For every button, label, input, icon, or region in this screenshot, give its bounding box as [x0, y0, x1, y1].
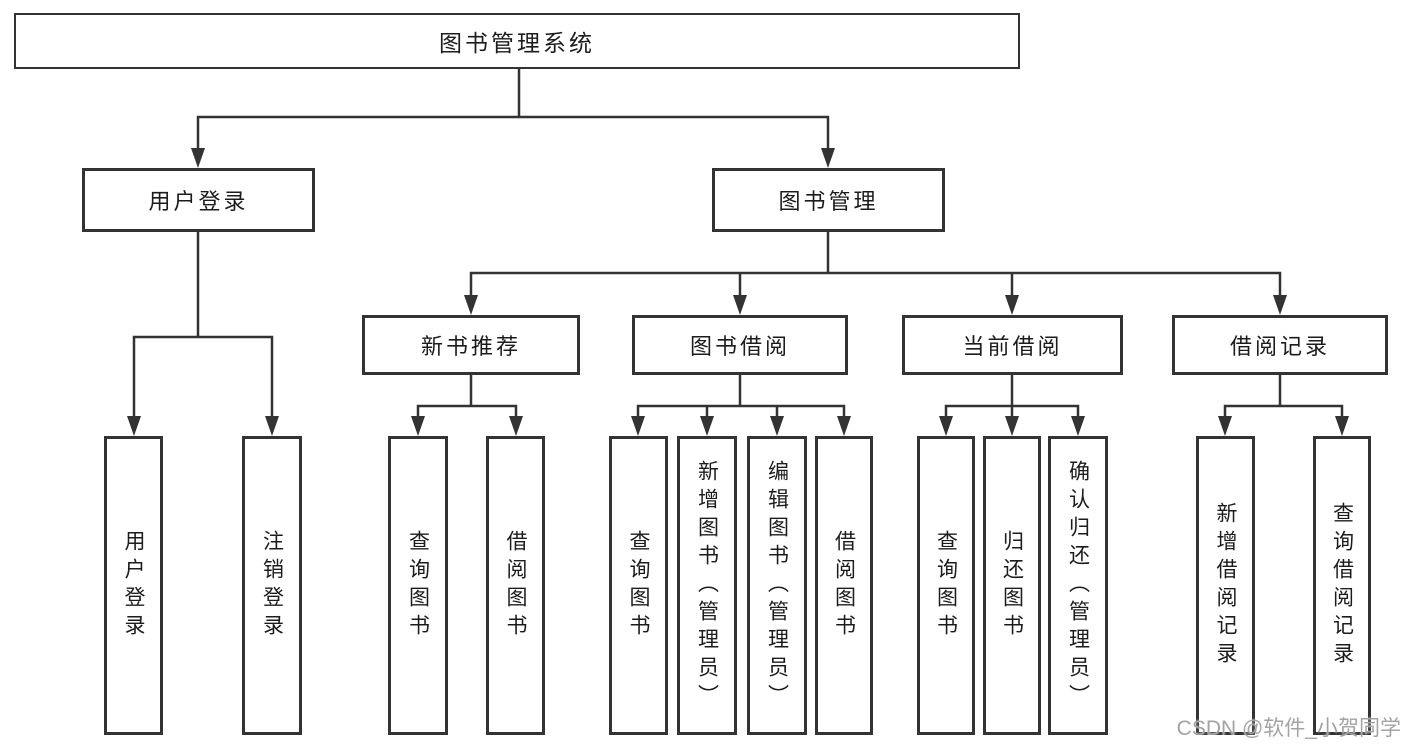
connector-borrow-records — [1223, 372, 1344, 420]
arrow-down-icon — [1273, 295, 1287, 315]
arrow-down-icon — [939, 416, 953, 436]
leaf-newrec-query-books: 查询图书 — [388, 436, 448, 735]
node-user-login: 用户登录 — [82, 168, 315, 232]
arrow-down-icon — [127, 416, 141, 436]
leaf-records-add-record: 新增借阅记录 — [1196, 436, 1255, 735]
node-label: 编辑图书（管理员） — [765, 459, 789, 712]
arrow-down-icon — [509, 416, 523, 436]
node-label: 新增借阅记录 — [1214, 501, 1237, 670]
node-label: 用户登录 — [122, 529, 145, 642]
arrow-down-icon — [411, 416, 425, 436]
node-label: 查询图书 — [627, 529, 650, 642]
arrow-down-icon — [1218, 416, 1232, 436]
node-book-borrow: 图书借阅 — [632, 315, 848, 375]
leaf-user-login: 用户登录 — [104, 436, 163, 735]
arrow-down-icon — [1335, 416, 1349, 436]
leaf-borrow-add-books-admin: 新增图书（管理员） — [677, 436, 737, 735]
node-label: 借阅图书 — [832, 529, 856, 642]
arrow-down-icon — [265, 416, 279, 436]
connector-new-book-recommend — [416, 372, 518, 420]
node-book-management: 图书管理 — [712, 168, 945, 232]
node-label: 确认归还（管理员） — [1066, 459, 1090, 712]
node-label: 借阅记录 — [1229, 334, 1330, 359]
arrow-down-icon — [821, 148, 835, 168]
connector-book-borrow — [636, 372, 846, 420]
connector-book-management — [469, 230, 1282, 299]
node-label: 注销登录 — [260, 529, 284, 642]
leaf-borrow-query-books: 查询图书 — [609, 436, 668, 735]
watermark: CSDN @软件_小贺同学 — [1176, 717, 1401, 740]
arrow-down-icon — [1005, 416, 1019, 436]
node-label: 当前借阅 — [962, 334, 1063, 359]
connector-user-login — [132, 230, 274, 420]
leaf-current-confirm-return-admin: 确认归还（管理员） — [1048, 436, 1108, 735]
leaf-newrec-borrow-books: 借阅图书 — [486, 436, 545, 735]
node-label: 新书推荐 — [420, 334, 521, 359]
node-label: 图书借阅 — [689, 334, 790, 359]
node-label: 查询图书 — [934, 529, 958, 642]
arrow-down-icon — [733, 295, 747, 315]
leaf-current-query-books: 查询图书 — [917, 436, 975, 735]
node-label: 归还图书 — [1000, 529, 1024, 642]
node-label: 查询借阅记录 — [1330, 501, 1354, 670]
arrow-down-icon — [631, 416, 645, 436]
leaf-records-query-record: 查询借阅记录 — [1313, 436, 1371, 735]
node-label: 新增图书（管理员） — [695, 459, 719, 712]
node-borrow-records: 借阅记录 — [1172, 315, 1388, 375]
arrow-down-icon — [1005, 295, 1019, 315]
node-new-book-recommend: 新书推荐 — [362, 315, 580, 375]
node-root-system: 图书管理系统 — [14, 13, 1020, 69]
node-label: 查询图书 — [406, 529, 430, 642]
arrow-down-icon — [191, 148, 205, 168]
arrow-down-icon — [770, 416, 784, 436]
node-label: 图书管理 — [778, 189, 879, 214]
connector-root — [196, 66, 830, 152]
node-label: 借阅图书 — [504, 529, 527, 642]
connector-current-borrow — [944, 372, 1080, 420]
leaf-borrow-edit-books-admin: 编辑图书（管理员） — [747, 436, 807, 735]
arrow-down-icon — [464, 295, 478, 315]
arrow-down-icon — [837, 416, 851, 436]
leaf-current-return-books: 归还图书 — [983, 436, 1041, 735]
node-label: 图书管理系统 — [439, 30, 595, 56]
arrow-down-icon — [1071, 416, 1085, 436]
arrow-down-icon — [700, 416, 714, 436]
node-label: 用户登录 — [148, 189, 249, 214]
leaf-borrow-borrow-books: 借阅图书 — [815, 436, 873, 735]
arrowheads — [127, 148, 1349, 436]
leaf-logout: 注销登录 — [242, 436, 302, 735]
node-current-borrow: 当前借阅 — [902, 315, 1123, 375]
